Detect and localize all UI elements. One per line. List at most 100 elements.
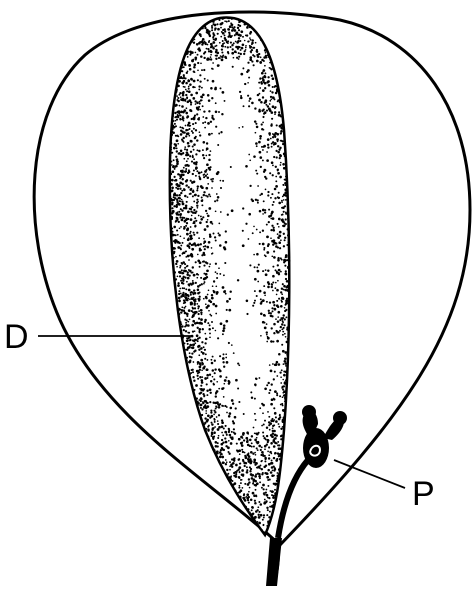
stipple-dot — [181, 66, 183, 68]
stipple-dot — [192, 369, 194, 371]
stipple-dot — [201, 254, 203, 256]
stipple-dot — [230, 22, 232, 24]
stipple-dot — [282, 214, 284, 216]
stipple-dot — [223, 290, 226, 293]
stipple-dot — [194, 211, 197, 214]
stipple-dot — [269, 479, 271, 481]
stipple-dot — [285, 223, 287, 225]
stipple-dot — [188, 135, 190, 137]
stipple-dot — [181, 64, 184, 67]
stipple-dot — [271, 398, 274, 401]
stipple-dot — [225, 57, 227, 59]
stipple-dot — [208, 289, 210, 291]
stipple-dot — [185, 330, 187, 332]
stipple-dot — [193, 289, 195, 291]
stipple-dot — [267, 451, 269, 453]
stipple-dot — [200, 322, 203, 325]
stipple-dot — [202, 27, 204, 29]
stipple-dot — [266, 525, 268, 527]
stipple-dot — [198, 371, 200, 373]
stipple-dot — [230, 463, 233, 466]
stipple-dot — [209, 266, 211, 268]
stipple-dot — [201, 408, 203, 410]
stipple-dot — [184, 100, 186, 102]
stipple-dot — [286, 244, 288, 246]
stipple-dot — [197, 259, 200, 262]
stipple-dot — [175, 104, 178, 107]
stipple-dot — [219, 355, 221, 357]
stipple-dot — [231, 436, 233, 438]
stipple-dot — [282, 196, 284, 198]
stipple-dot — [281, 369, 283, 371]
stipple-dot — [252, 232, 254, 234]
stipple-dot — [273, 424, 275, 426]
stipple-dot — [216, 172, 219, 175]
stipple-dot — [206, 23, 208, 25]
stipple-dot — [275, 330, 277, 332]
stipple-dot — [258, 511, 260, 513]
stipple-dot — [246, 437, 248, 439]
stipple-dot — [191, 310, 193, 312]
stipple-dot — [192, 39, 194, 41]
stipple-dot — [180, 76, 182, 78]
stipple-dot — [192, 155, 194, 157]
stipple-dot — [283, 167, 286, 170]
stipple-dot — [177, 234, 179, 236]
stipple-dot — [179, 92, 181, 94]
stipple-dot — [248, 100, 250, 102]
stipple-dot — [264, 448, 266, 450]
stipple-dot — [248, 455, 251, 458]
stipple-dot — [258, 445, 261, 448]
stipple-dot — [239, 91, 241, 93]
stipple-dot — [262, 209, 265, 212]
stipple-dot — [269, 389, 271, 391]
stipple-dot — [260, 166, 262, 168]
stipple-dot — [205, 338, 208, 341]
stipple-dot — [178, 318, 180, 320]
stipple-dot — [200, 312, 202, 314]
stipple-dot — [277, 151, 280, 154]
stipple-dot — [279, 157, 281, 159]
stipple-dot — [207, 305, 210, 308]
stipple-dot — [207, 176, 210, 179]
stipple-dot — [285, 273, 287, 275]
stipple-dot — [195, 163, 197, 165]
stipple-dot — [273, 341, 275, 343]
stipple-dot — [285, 336, 287, 338]
stipple-dot — [188, 370, 190, 372]
stipple-dot — [223, 387, 225, 389]
stipple-dot — [226, 300, 229, 303]
stipple-dot — [226, 461, 228, 463]
stipple-dot — [263, 314, 266, 317]
stipple-dot — [270, 471, 273, 474]
stipple-dot — [179, 267, 181, 269]
stipple-dot — [282, 184, 284, 186]
stipple-dot — [207, 122, 210, 125]
stipple-dot — [180, 170, 183, 173]
stipple-dot — [212, 62, 214, 64]
stipple-dot — [235, 32, 238, 35]
stipple-dot — [227, 46, 229, 48]
stipple-dot — [246, 34, 248, 36]
stipple-dot — [210, 359, 212, 361]
stipple-dot — [220, 131, 222, 133]
stipple-dot — [197, 54, 199, 56]
stipple-dot — [271, 505, 273, 507]
stipple-dot — [262, 484, 265, 487]
stipple-dot — [187, 71, 189, 73]
stipple-dot — [217, 28, 220, 31]
label-d: D — [4, 318, 29, 356]
stipple-dot — [172, 247, 175, 250]
stipple-dot — [237, 46, 240, 49]
stipple-dot — [272, 281, 274, 283]
stipple-dot — [179, 227, 181, 229]
stipple-dot — [260, 298, 262, 300]
stipple-dot — [246, 440, 249, 443]
stipple-dot — [277, 172, 280, 175]
stipple-dot — [185, 288, 187, 290]
stipple-dot — [266, 384, 268, 386]
stipple-dot — [197, 195, 199, 197]
stipple-dot — [278, 423, 280, 425]
stipple-dot — [278, 257, 280, 259]
stipple-dot — [212, 303, 215, 306]
